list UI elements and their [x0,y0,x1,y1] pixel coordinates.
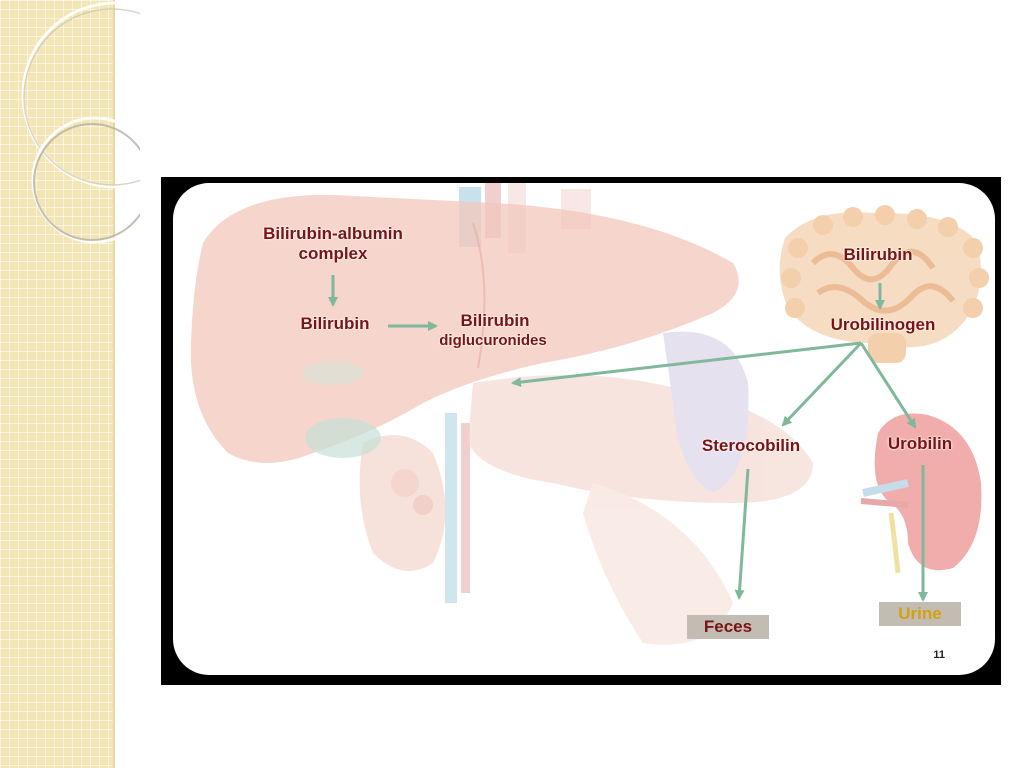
arrow-urobilinogen-to-liver [511,341,862,388]
label-complex: complex [298,244,368,263]
label-urine: Urine [879,602,961,626]
diagram-canvas: Bilirubin-albumin complex Bilirubin Bili… [173,183,995,675]
label-bilirubin-conjugated: Bilirubin [460,311,530,330]
arrow-sterocobilin-to-feces [734,468,750,600]
arrow-urobilinogen-to-urobilin [859,342,917,429]
label-sterocobilin: Sterocobilin [701,436,801,455]
label-urobilin: Urobilin [887,434,953,453]
label-bilirubin-liver: Bilirubin [300,314,370,333]
label-bilirubin-intestine: Bilirubin [843,245,913,264]
label-bilirubin-albumin: Bilirubin-albumin [263,224,403,243]
decorative-circles [21,1,140,244]
arrow-urobilinogen-to-sterocobilin [781,341,863,427]
page-number: 11 [933,649,945,661]
label-urobilinogen: Urobilinogen [830,315,936,334]
label-feces: Feces [687,615,769,639]
diagram-frame: Bilirubin-albumin complex Bilirubin Bili… [161,177,1001,685]
pathway-arrows [328,275,928,602]
kidney-illustration [860,413,982,574]
diagram-illustration [190,183,989,645]
intestine-illustration [779,205,989,363]
liver-illustration [190,194,739,463]
left-decorative-strip [0,0,115,768]
pancreas-illustration [359,331,813,645]
label-diglucuronides: diglucuronides [439,332,547,349]
